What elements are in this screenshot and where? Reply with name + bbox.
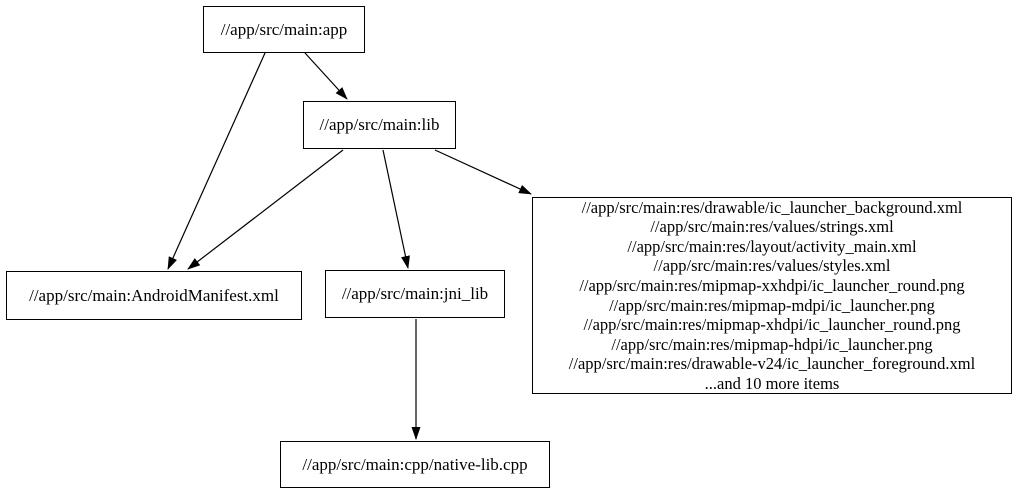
- node-android-manifest-label: //app/src/main:AndroidManifest.xml: [29, 285, 279, 305]
- resource-line: //app/src/main:res/mipmap-hdpi/ic_launch…: [611, 334, 933, 354]
- resource-line: //app/src/main:res/mipmap-xhdpi/ic_launc…: [583, 315, 961, 335]
- node-native-lib-cpp: //app/src/main:cpp/native-lib.cpp: [280, 441, 550, 488]
- node-lib-label: //app/src/main:lib: [319, 115, 440, 134]
- resource-line: //app/src/main:res/drawable-v24/ic_launc…: [568, 354, 976, 374]
- edge-app-to-android-manifest: [167, 52, 266, 270]
- node-lib: //app/src/main:lib: [303, 101, 456, 149]
- edge-lib-to-jni-lib: [382, 149, 410, 269]
- edge-lib-to-android-manifest: [187, 149, 344, 270]
- resource-line: //app/src/main:res/values/strings.xml: [650, 217, 894, 237]
- edge-lib-to-resources-group: [434, 149, 532, 195]
- resource-line: //app/src/main:res/mipmap-xxhdpi/ic_laun…: [579, 275, 965, 295]
- resource-line-more-items: ...and 10 more items: [704, 373, 840, 393]
- node-jni-lib-label: //app/src/main:jni_lib: [341, 284, 489, 303]
- node-jni-lib: //app/src/main:jni_lib: [325, 270, 505, 318]
- node-app-label: //app/src/main:app: [220, 19, 348, 39]
- resource-line: //app/src/main:res/values/styles.xml: [653, 256, 891, 276]
- node-resources-group: //app/src/main:res/drawable/ic_launcher_…: [532, 197, 1012, 394]
- node-app: //app/src/main:app: [203, 6, 365, 53]
- resource-line: //app/src/main:res/drawable/ic_launcher_…: [581, 197, 963, 217]
- edge-app-to-lib: [304, 52, 348, 100]
- node-native-lib-cpp-label: //app/src/main:cpp/native-lib.cpp: [302, 454, 528, 474]
- node-android-manifest: //app/src/main:AndroidManifest.xml: [6, 271, 302, 320]
- resource-line: //app/src/main:res/layout/activity_main.…: [627, 236, 917, 256]
- resource-line: //app/src/main:res/mipmap-mdpi/ic_launch…: [609, 295, 935, 315]
